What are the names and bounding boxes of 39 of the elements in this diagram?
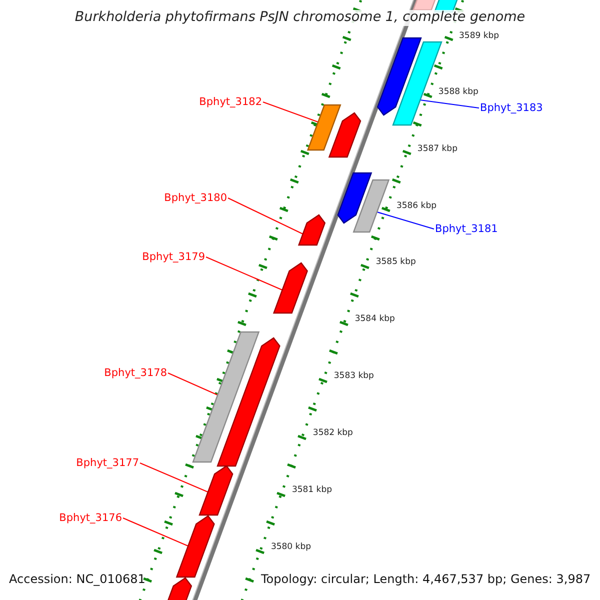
- gene-feature: [337, 172, 372, 224]
- leader-line: [122, 518, 188, 546]
- scale-label: 3586 kbp: [396, 202, 437, 212]
- gene-band: [306, 104, 342, 151]
- scale-label: 3584 kbp: [354, 315, 395, 325]
- leader-line: [140, 462, 208, 492]
- scale-label: 3582 kbp: [312, 429, 353, 439]
- gene-feature: [198, 465, 234, 516]
- leader-line: [376, 211, 434, 230]
- gene-band: [192, 331, 260, 463]
- gene-feature: [216, 337, 280, 467]
- gene-label: Bphyt_3181: [435, 223, 498, 236]
- genome-info-text: Topology: circular; Length: 4,467,537 bp; Genes: 3,987: [261, 573, 591, 587]
- scale-label: 3585 kbp: [376, 258, 416, 268]
- gene-feature: [298, 214, 326, 246]
- leader-line: [262, 101, 318, 123]
- gene-feature: [376, 37, 422, 116]
- gene-label: Bphyt_3182: [199, 96, 262, 108]
- scale-label: 3587 kbp: [417, 145, 458, 155]
- scale-label: 3581 kbp: [292, 486, 332, 496]
- scale-label: 3580 kbp: [270, 543, 312, 553]
- gene-feature: [176, 515, 215, 578]
- gene-label: Bphyt_3179: [142, 251, 205, 264]
- gene-label: Bphyt_3178: [104, 367, 167, 380]
- scale-label: 3589 kbp: [459, 32, 500, 42]
- leader-line: [206, 256, 283, 290]
- gene-band: [352, 179, 390, 233]
- scale-label: 3583 kbp: [334, 372, 374, 382]
- gene-feature: [328, 112, 362, 158]
- gene-label: Bphyt_3177: [76, 457, 139, 470]
- gene-feature: [272, 262, 308, 314]
- scale-label: 3588 kbp: [438, 88, 478, 98]
- gene-label: Bphyt_3183: [480, 102, 543, 114]
- leader-line: [420, 99, 480, 109]
- accession-text: Accession: NC_010681: [9, 573, 146, 587]
- gene-label: Bphyt_3176: [59, 512, 122, 524]
- gene-label: Bphyt_3180: [164, 192, 227, 204]
- leader-line: [228, 198, 304, 234]
- leader-line: [168, 372, 218, 396]
